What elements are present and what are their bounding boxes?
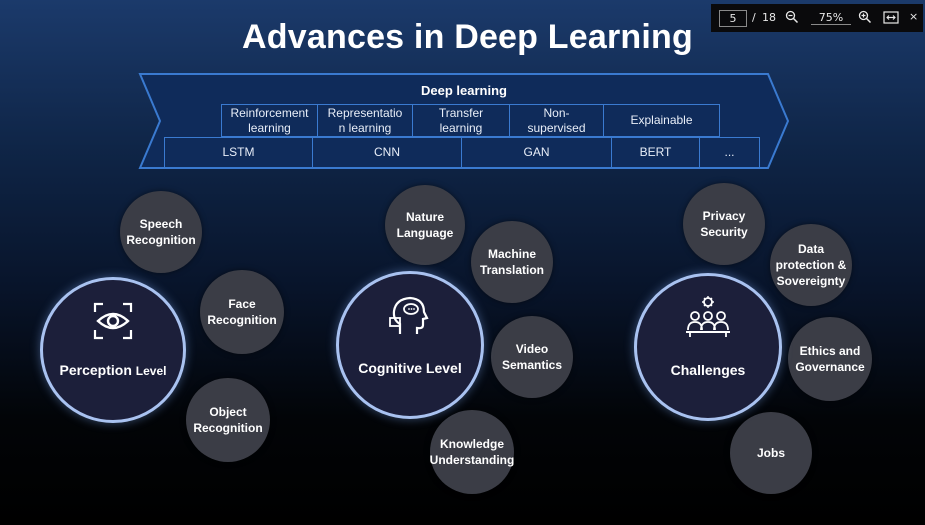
cell-line: Explainable: [630, 113, 693, 127]
hub-label: Cognitive Level: [358, 360, 462, 376]
cell-line: learning: [248, 120, 291, 135]
bubble-line: Ethics and: [799, 344, 861, 358]
model-cell: GAN: [461, 137, 612, 168]
method-cell: Non-supervised: [509, 104, 604, 137]
deep-learning-banner: [138, 73, 790, 169]
bubble-line: Semantics: [501, 358, 563, 372]
model-cell: CNN: [312, 137, 462, 168]
hub-label-main: Perception: [59, 362, 136, 378]
close-icon[interactable]: ×: [909, 10, 919, 23]
hub-perception-level: Perception Level: [40, 277, 186, 423]
cell-line: Representatio: [327, 105, 403, 120]
bubble-line: Face: [228, 297, 256, 311]
zoom-in-icon[interactable]: [858, 10, 872, 27]
bubble-line: Machine: [487, 247, 536, 261]
bubble-line: Governance: [795, 360, 865, 374]
bubble-line: Video: [515, 342, 549, 356]
cell-line: learning: [439, 120, 483, 135]
bubble-line: Knowledge: [440, 437, 505, 451]
pdf-toolbar: 5 / 18 75% ×: [711, 4, 923, 32]
zoom-out-icon[interactable]: [785, 10, 799, 27]
bubble-line: Translation: [479, 263, 544, 277]
model-cell: ...: [699, 137, 760, 168]
bubble-data-protection: Data protection & Sovereignty: [770, 224, 852, 306]
hub-label: Challenges: [670, 362, 746, 378]
bubble-line: Understanding: [429, 453, 515, 467]
bubble-line: Data: [797, 242, 824, 256]
cell-line: n learning: [338, 120, 392, 135]
model-cell: LSTM: [164, 137, 313, 168]
hub-label-suffix: Level: [135, 364, 167, 378]
page-number-input[interactable]: 5: [719, 10, 747, 27]
model-cell: BERT: [611, 137, 700, 168]
eye-icon: [93, 302, 133, 340]
zoom-level-field[interactable]: 75%: [811, 11, 851, 25]
hub-challenges: Challenges: [634, 273, 782, 421]
page-total: 18: [762, 11, 776, 24]
bubble-line: Sovereignty: [776, 274, 846, 288]
bubble-line: protection &: [775, 258, 847, 272]
cell-line: supervised: [527, 120, 586, 135]
cell-line: Non-: [543, 105, 570, 120]
bubble-line: Recognition: [126, 233, 196, 247]
bubble-line: Language: [396, 226, 454, 240]
bubble-line: Object: [209, 405, 247, 419]
banner-label: Deep learning: [421, 83, 507, 98]
fit-width-icon[interactable]: [883, 11, 899, 27]
cell-line: Reinforcement: [230, 105, 309, 120]
bubble-line: Privacy: [702, 209, 746, 223]
bubble-line: Jobs: [756, 446, 785, 460]
page-separator: /: [752, 11, 756, 24]
method-cell: Explainable: [603, 104, 720, 137]
hub-cognitive-level: Cognitive Level: [336, 271, 484, 419]
bubble-line: Recognition: [207, 313, 277, 327]
team-gear-icon: [686, 296, 730, 337]
slide-title: Advances in Deep Learning: [242, 18, 693, 56]
bubble-line: Nature: [405, 210, 444, 224]
bubble-line: Recognition: [193, 421, 263, 435]
bubble-jobs: Jobs: [730, 412, 812, 494]
bubble-line: Security: [700, 225, 748, 239]
thinking-head-icon: [389, 296, 429, 334]
bubble-line: Speech: [139, 217, 183, 231]
cell-line: Transfer: [438, 105, 484, 120]
